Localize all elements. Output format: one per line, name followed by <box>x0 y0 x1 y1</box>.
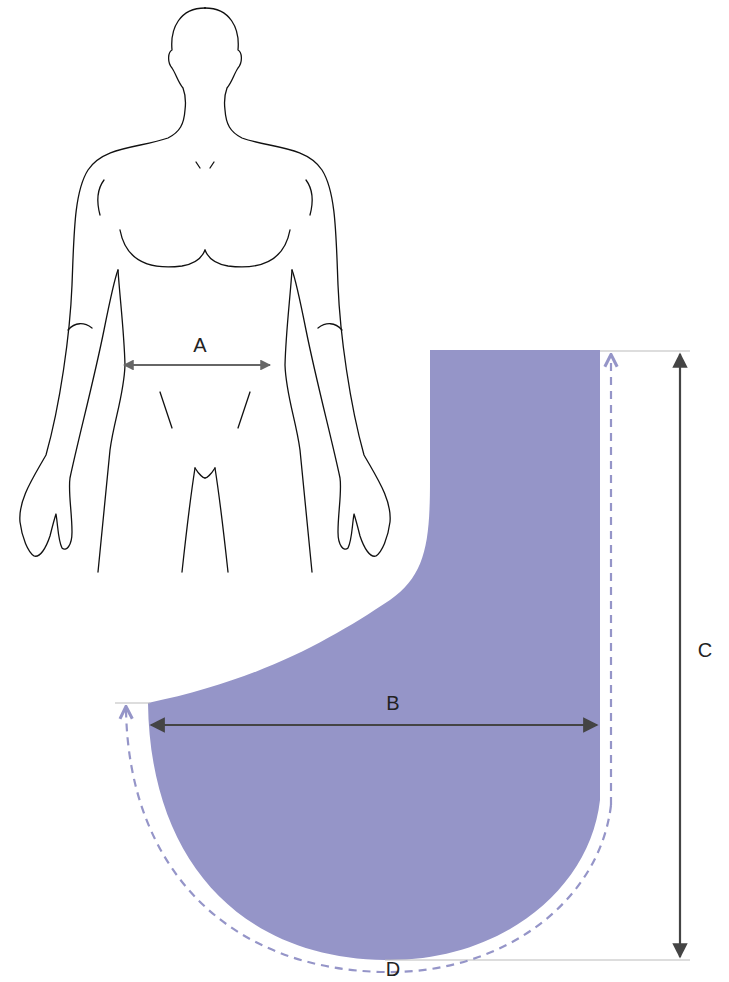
dashed-arrow <box>126 708 611 972</box>
dimension-arrow <box>151 724 597 726</box>
dimension-letter: A <box>191 334 208 356</box>
body-figure <box>20 8 390 572</box>
dimension-letter: C <box>696 639 714 661</box>
dimension-arrow <box>124 364 270 366</box>
dimension-letter: D <box>384 958 402 980</box>
garment-shape <box>148 350 600 960</box>
extension-line <box>115 351 690 960</box>
dashed-arrow <box>610 356 612 805</box>
dimension-letter: B <box>384 692 401 714</box>
dimension-arrow <box>679 354 681 957</box>
